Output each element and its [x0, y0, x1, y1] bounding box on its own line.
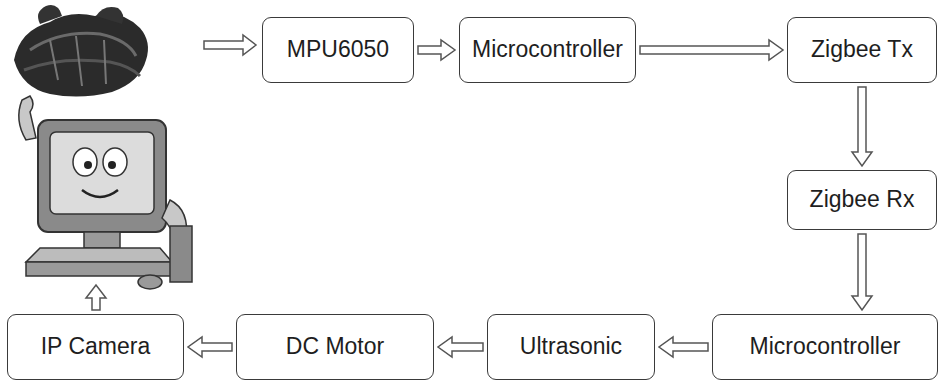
arrow-shape: [418, 40, 455, 60]
box-label: MPU6050: [287, 36, 389, 64]
arrow-shape: [640, 40, 783, 60]
flow-arrow: [852, 87, 872, 166]
flow-arrow: [418, 40, 455, 60]
box-label: Zigbee Rx: [810, 186, 915, 214]
input-arrow: [204, 35, 256, 55]
box-label: Ultrasonic: [520, 333, 622, 361]
process-box: Zigbee Rx: [787, 170, 937, 230]
arrow-shape: [659, 337, 708, 357]
process-box: Microcontroller: [459, 17, 636, 83]
flow-arrow: [438, 337, 483, 357]
flow-arrow: [188, 337, 232, 357]
computer-illustration: [19, 96, 192, 289]
box-label: DC Motor: [286, 333, 384, 361]
box-label: IP Camera: [41, 333, 151, 361]
output-arrow: [86, 285, 106, 310]
process-box: Microcontroller: [712, 314, 938, 380]
process-box: Ultrasonic: [487, 314, 655, 380]
process-box: IP Camera: [7, 314, 184, 380]
process-box: MPU6050: [262, 17, 414, 83]
arrow-shape: [438, 337, 483, 357]
arrow-shape: [852, 87, 872, 166]
glove-illustration: [14, 5, 148, 96]
box-label: Microcontroller: [750, 333, 901, 361]
flow-arrow: [852, 234, 872, 310]
flow-arrow: [640, 40, 783, 60]
flow-arrow: [659, 337, 708, 357]
arrow-shape: [188, 337, 232, 357]
arrow-shape: [852, 234, 872, 310]
box-label: Zigbee Tx: [811, 36, 913, 64]
process-box: Zigbee Tx: [787, 17, 937, 83]
box-label: Microcontroller: [472, 36, 623, 64]
process-box: DC Motor: [236, 314, 434, 380]
